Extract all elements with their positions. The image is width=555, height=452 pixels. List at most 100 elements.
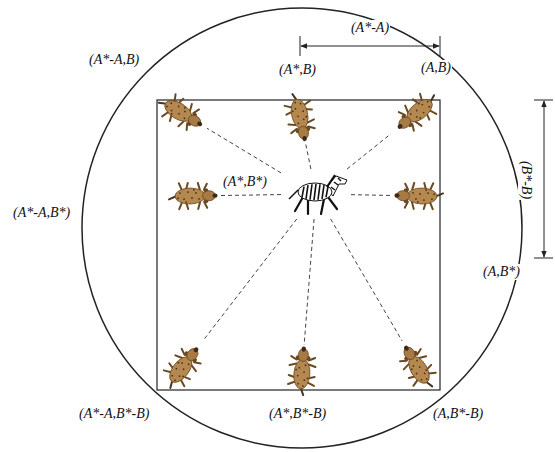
hyena-icon — [153, 85, 207, 139]
zebra-stripe — [318, 184, 320, 199]
hyena-spot — [425, 189, 427, 191]
coordinate-label: (A*,B*-B) — [268, 406, 327, 422]
hyena-spot — [417, 201, 419, 203]
hyena-spot — [175, 367, 178, 370]
zebra-stripe — [322, 185, 324, 199]
zebra-stripe — [310, 184, 312, 199]
hyena-spot — [177, 105, 179, 107]
hyena-spot — [171, 374, 174, 377]
hyena-spot — [178, 375, 181, 378]
hyena-spot — [297, 383, 299, 385]
hyena-spot — [170, 109, 172, 111]
hyena-spot — [409, 113, 412, 116]
coordinate-label: (A,B*-B) — [432, 406, 484, 422]
hyena-node: (A*-A,B) — [153, 85, 207, 139]
zebra-node: (A*,B*) — [281, 169, 351, 219]
dimension-label: (B*-B) — [518, 160, 534, 200]
hyena-spot — [421, 103, 424, 106]
hyena-muzzle — [403, 345, 409, 352]
hyena-figure — [394, 183, 443, 210]
hyena-muzzle — [301, 346, 306, 352]
hyena-spot — [182, 375, 185, 378]
hyena-spot — [411, 368, 413, 370]
hyena-spot — [195, 192, 197, 194]
hyena-spot — [294, 108, 296, 110]
hyena-spot — [187, 191, 189, 193]
dimension-arrow — [301, 46, 439, 47]
hyena-spot — [415, 109, 418, 112]
hyena-spot — [418, 102, 421, 105]
zebra-stripe — [331, 187, 335, 190]
hyena-spot — [423, 199, 425, 201]
hyena-spot — [426, 100, 429, 103]
hyena-spot — [427, 192, 429, 194]
hyena-spot — [299, 103, 301, 105]
sight-line — [207, 128, 281, 173]
hyena-node: (A*,B*-B) — [275, 345, 329, 399]
dimension-holder: (A*-A) — [350, 20, 390, 36]
hyena-spot — [433, 193, 435, 195]
hyena-spot — [183, 198, 185, 200]
sight-line — [219, 195, 281, 196]
dimension-holder: (B*-B) — [518, 160, 534, 200]
zebra-stripe — [306, 185, 308, 199]
hyena-figure — [394, 339, 441, 394]
hyena-spot — [294, 102, 296, 104]
hyena-node: (A*-A,B*-B) — [155, 341, 209, 395]
hyena-spot — [425, 369, 427, 371]
hyena-spot — [178, 112, 180, 114]
hyena-spot — [297, 115, 299, 117]
hyena-spot — [193, 189, 195, 191]
hyena-icon — [391, 341, 445, 395]
hyena-spot — [185, 201, 187, 203]
sight-line — [347, 134, 391, 169]
sight-line — [203, 219, 297, 341]
dimension-tick — [534, 258, 553, 259]
coordinate-label: (A,B*) — [482, 264, 521, 280]
hyena-spot — [420, 379, 422, 381]
hyena-figure — [283, 91, 318, 144]
zebra-stripe — [334, 182, 338, 185]
hyena-spot — [184, 107, 186, 109]
hyena-head — [397, 115, 413, 131]
hyena-spot — [298, 367, 300, 369]
hyena-body — [293, 358, 311, 389]
hyena-spot — [423, 372, 425, 374]
hyena-figure — [158, 340, 208, 394]
hyena-spot — [307, 377, 309, 379]
hyena-spot — [177, 361, 180, 364]
hyena-muzzle — [397, 123, 404, 130]
hyena-spot — [292, 110, 294, 112]
sight-line — [304, 219, 314, 345]
sight-line — [306, 143, 311, 169]
hyena-head — [184, 346, 200, 362]
hyena-spot — [419, 193, 421, 195]
hyena-node: (A,B*) — [393, 169, 447, 223]
zebra-stripe — [302, 187, 304, 198]
hyena-spot — [305, 364, 307, 366]
zebra-stripe — [338, 178, 341, 181]
hyena-spot — [303, 371, 305, 373]
hyena-spot — [181, 362, 184, 365]
hyena-spot — [177, 197, 179, 199]
coordinate-label: (A,B) — [420, 60, 452, 76]
hyena-spot — [198, 198, 200, 200]
hyena-head — [186, 113, 202, 128]
hyena-figure — [390, 87, 444, 138]
coordinate-label: (A*-A,B) — [88, 52, 140, 68]
hyena-spot — [415, 198, 417, 200]
hyena-icon — [155, 341, 209, 395]
hyena-spot — [170, 102, 172, 104]
hyena-spot — [422, 111, 425, 114]
search-square — [157, 100, 440, 390]
hyena-head — [402, 345, 417, 361]
hyena-spot — [179, 192, 181, 194]
hyena-spot — [295, 369, 297, 371]
zebra-leg — [321, 199, 324, 214]
hyena-spot — [182, 368, 185, 371]
hyena-spot — [303, 118, 305, 120]
zebra-leg — [295, 197, 303, 211]
hyena-spot — [302, 110, 304, 112]
hyena-node: (A*-A,B*) — [165, 169, 219, 223]
hyena-spot — [419, 117, 422, 120]
